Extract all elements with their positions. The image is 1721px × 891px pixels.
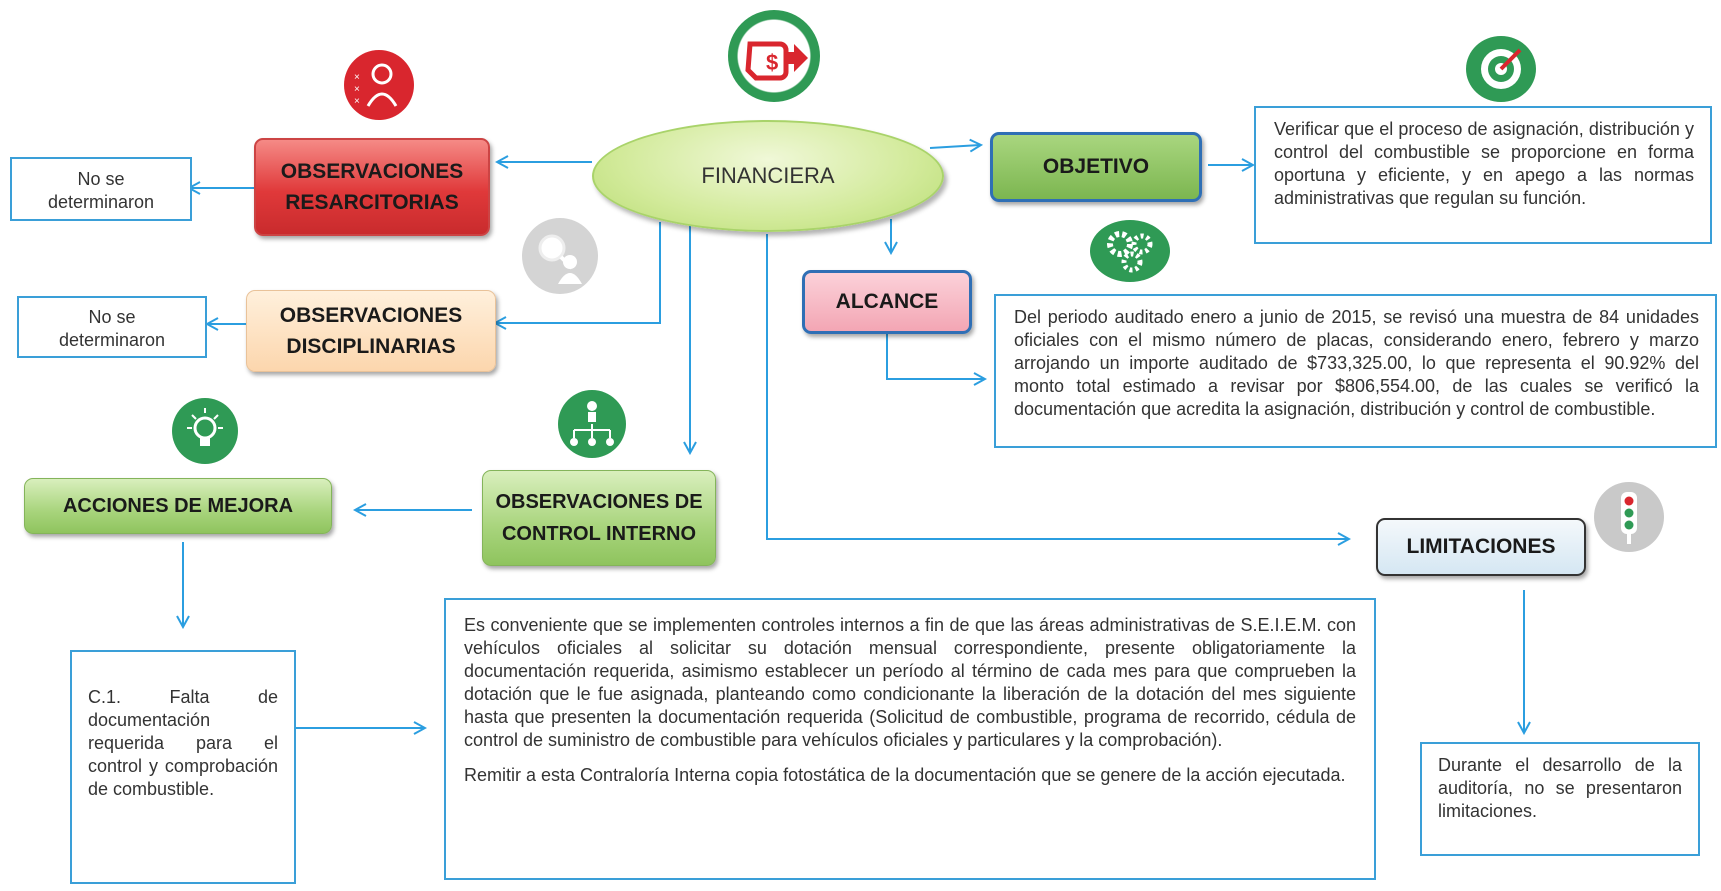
recomendacion-paragraph-1: Es conveniente que se implementen contro… <box>464 615 1356 750</box>
observaciones-control-interno-node: OBSERVACIONES DE CONTROL INTERNO <box>482 470 716 566</box>
arrow-to-objetivo <box>929 145 980 148</box>
objetivo-text-box: Verificar que el proceso de asignación, … <box>1254 106 1712 244</box>
observaciones-resarcitorias-node: OBSERVACIONES RESARCITORIAS <box>254 138 490 236</box>
limitaciones-text-box: Durante el desarrollo de la auditoría, n… <box>1420 742 1700 856</box>
target-icon <box>1466 36 1536 102</box>
acciones-de-mejora-node: ACCIONES DE MEJORA <box>24 478 332 534</box>
gears-icon <box>1090 220 1170 282</box>
financiera-node: FINANCIERA <box>592 120 944 232</box>
resarcitorias-result-text: No se determinaron <box>47 169 155 212</box>
resarcitorias-result-box: No se determinaron <box>10 157 192 221</box>
traffic-light-icon <box>1594 482 1664 552</box>
objetivo-label: OBJETIVO <box>1042 155 1150 178</box>
alcance-text-box: Del periodo auditado enero a junio de 20… <box>994 294 1717 448</box>
magnifier-person-icon <box>522 218 598 294</box>
disciplinarias-result-box: No se determinaron <box>17 296 207 358</box>
observaciones-control-interno-label: OBSERVACIONES DE CONTROL INTERNO <box>495 491 703 545</box>
accion-c1-text: C.1. Falta de documentación requerida pa… <box>88 687 278 799</box>
arrow-alcance-text <box>886 334 984 379</box>
org-chart-icon <box>558 390 626 458</box>
accion-c1-box: C.1. Falta de documentación requerida pa… <box>70 650 296 884</box>
svg-text:×: × <box>354 84 360 95</box>
observaciones-resarcitorias-label: OBSERVACIONES RESARCITORIAS <box>280 160 464 214</box>
observaciones-disciplinarias-node: OBSERVACIONES DISCIPLINARIAS <box>246 290 496 372</box>
observaciones-disciplinarias-label: OBSERVACIONES DISCIPLINARIAS <box>279 304 463 358</box>
hand-money-icon: $ <box>728 10 820 102</box>
svg-text:×: × <box>354 96 360 107</box>
acciones-de-mejora-label: ACCIONES DE MEJORA <box>62 495 294 517</box>
person-checklist-icon: × × × <box>344 50 414 120</box>
svg-text:$: $ <box>766 50 778 75</box>
limitaciones-text: Durante el desarrollo de la auditoría, n… <box>1438 755 1682 821</box>
alcance-node: ALCANCE <box>802 270 972 334</box>
alcance-label: ALCANCE <box>835 290 939 313</box>
limitaciones-label: LIMITACIONES <box>1406 535 1556 558</box>
svg-text:×: × <box>354 72 360 83</box>
lightbulb-icon <box>172 398 238 464</box>
objetivo-text: Verificar que el proceso de asignación, … <box>1274 119 1694 208</box>
disciplinarias-result-text: No se determinaron <box>58 307 166 350</box>
limitaciones-node: LIMITACIONES <box>1376 518 1586 576</box>
alcance-text: Del periodo auditado enero a junio de 20… <box>1014 307 1699 419</box>
recomendacion-paragraph-2: Remitir a esta Contraloría Interna copia… <box>464 765 1346 785</box>
recomendacion-box: Es conveniente que se implementen contro… <box>444 598 1376 880</box>
objetivo-node: OBJETIVO <box>990 132 1202 202</box>
financiera-label: FINANCIERA <box>701 163 835 188</box>
